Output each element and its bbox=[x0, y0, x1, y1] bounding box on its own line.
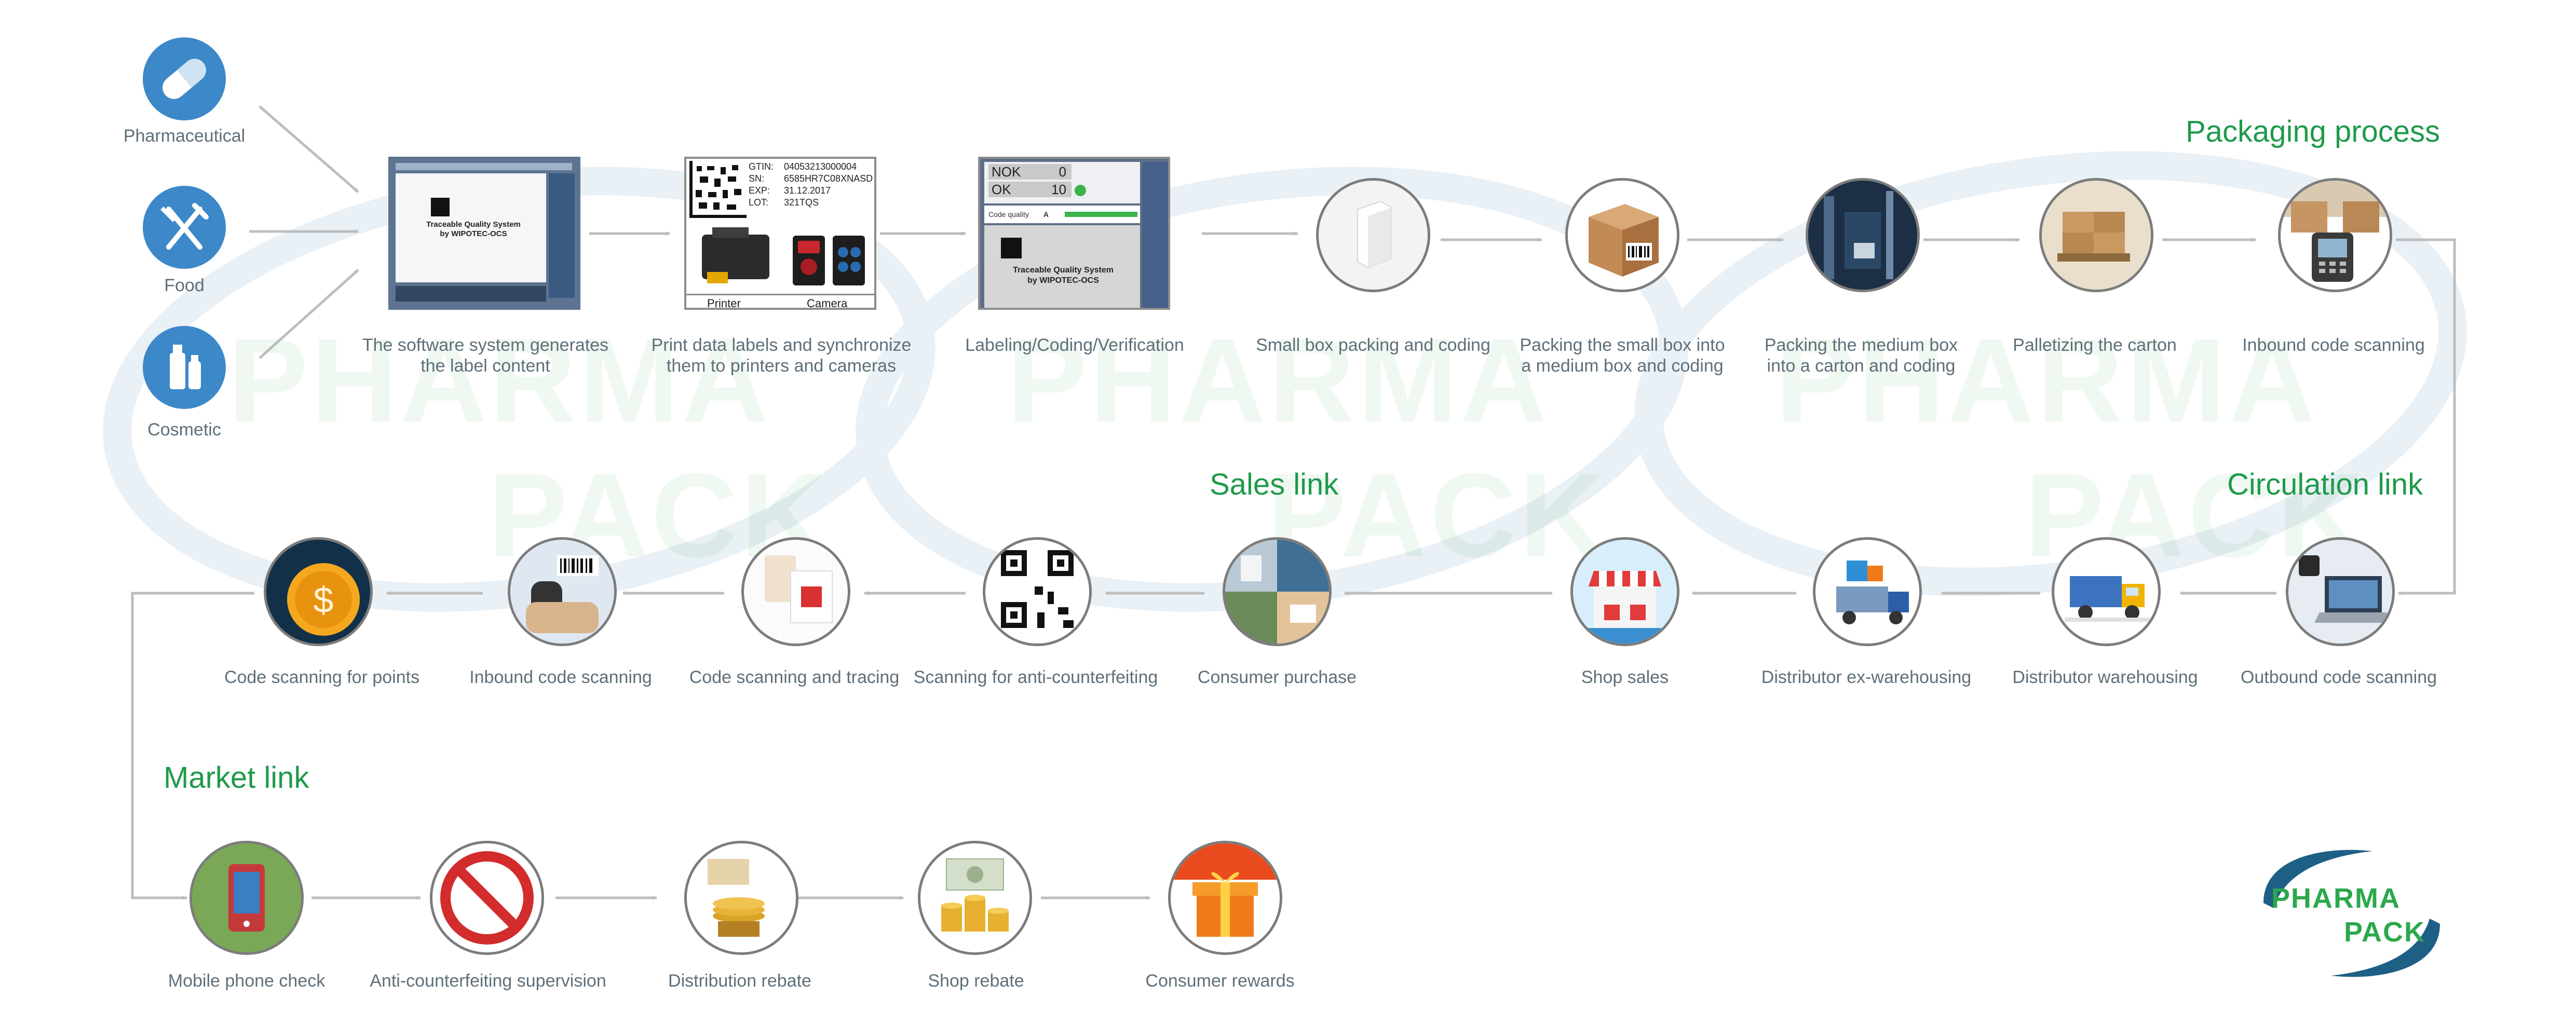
distributor-warehousing-image bbox=[2052, 537, 2161, 646]
small-box-image bbox=[1316, 178, 1430, 292]
step-label: Shop sales bbox=[1581, 667, 1669, 687]
step-label: Small box packing and coding bbox=[1256, 335, 1490, 355]
watermark-pack: PACK bbox=[1267, 448, 1609, 582]
watermark-pharma: PHARMA bbox=[228, 313, 771, 447]
title-circulation-link: Circulation link bbox=[2227, 468, 2423, 501]
supervision-image bbox=[430, 841, 544, 955]
packing-machine-icon bbox=[1808, 181, 1917, 290]
white-box-icon bbox=[1357, 200, 1392, 269]
pharmaceutical-node bbox=[143, 37, 226, 120]
phone-scan-icon bbox=[192, 843, 301, 952]
industry-label: Cosmetic bbox=[147, 420, 221, 440]
logo-swoosh-icon bbox=[2263, 850, 2440, 977]
step-label: Distributor ex-warehousing bbox=[1761, 667, 1972, 687]
storefront-icon bbox=[1573, 540, 1677, 644]
gold-stack-icon bbox=[708, 859, 765, 937]
distributor-ex-warehousing-image bbox=[1813, 537, 1922, 646]
outbound-scan-image bbox=[2286, 537, 2395, 646]
step-label: Labeling/Coding/Verification bbox=[965, 335, 1184, 355]
consumer-purchase-image bbox=[1223, 537, 1332, 646]
step-label: Shop rebate bbox=[928, 971, 1024, 991]
step-label: Consumer purchase bbox=[1197, 667, 1357, 687]
title-sales-link: Sales link bbox=[1210, 468, 1339, 501]
shop-sales-image bbox=[1570, 537, 1679, 646]
inbound-scan-row2-image bbox=[508, 537, 617, 646]
mobile-check-image bbox=[189, 841, 304, 955]
truck-icon bbox=[2065, 576, 2153, 622]
coin-icon: $ bbox=[266, 540, 370, 644]
pallet-image bbox=[2039, 178, 2153, 292]
pill-capsule-icon bbox=[162, 59, 206, 99]
printer-camera-icon bbox=[702, 227, 865, 285]
device-captions: Printer Camera bbox=[686, 294, 874, 308]
title-packaging-process: Packaging process bbox=[2186, 115, 2441, 148]
prohibited-icon bbox=[440, 851, 534, 945]
step-label: Distributor warehousing bbox=[2012, 667, 2198, 687]
watermark-pharma: PHARMA bbox=[1775, 313, 2319, 447]
step-label: Inbound code scanning bbox=[2242, 335, 2425, 355]
step-label: Consumer rewards bbox=[1145, 971, 1295, 991]
code-tracing-image bbox=[741, 537, 850, 646]
handheld-scanner-icon bbox=[2281, 181, 2390, 282]
title-market-link: Market link bbox=[164, 761, 309, 795]
inbound-scan-image bbox=[2278, 178, 2392, 292]
step-label: Scanning for anti-counterfeiting bbox=[913, 667, 1158, 687]
fork-knife-icon bbox=[160, 203, 209, 250]
pharmapack-logo: PHARMA PACK bbox=[2243, 841, 2461, 986]
truck-boxes-icon bbox=[1836, 561, 1909, 624]
step-label: Outbound code scanning bbox=[2240, 667, 2437, 687]
food-node bbox=[143, 186, 226, 269]
ok-status-icon bbox=[1075, 185, 1086, 196]
shop-rebate-image bbox=[918, 841, 1032, 955]
qr-code-icon bbox=[1001, 550, 1074, 628]
consumer-rewards-image bbox=[1168, 841, 1282, 955]
laptop-scanner-icon bbox=[2288, 540, 2392, 644]
svg-text:$: $ bbox=[314, 580, 334, 620]
watermark-pharma: PHARMA bbox=[1007, 313, 1550, 447]
step-label: Distribution rebate bbox=[668, 971, 811, 991]
points-scan-image: $ bbox=[264, 537, 373, 646]
step-label: Code scanning and tracing bbox=[689, 667, 900, 687]
step-label: Palletizing the carton bbox=[2013, 335, 2177, 355]
step-label: Mobile phone check bbox=[168, 971, 326, 991]
anti-counterfeit-scan-image bbox=[983, 537, 1092, 646]
label-printer-camera-image: GTIN:04053213000004 SN:6585HR7C08XNASD E… bbox=[684, 157, 876, 310]
step-label: Inbound code scanning bbox=[469, 667, 652, 687]
gift-box-icon bbox=[1171, 843, 1280, 937]
shopping-collage-icon bbox=[1225, 540, 1329, 644]
label-fields: GTIN:04053213000004 SN:6585HR7C08XNASD E… bbox=[749, 161, 873, 208]
distribution-rebate-image bbox=[684, 841, 798, 955]
cosmetic-bottle-icon bbox=[170, 345, 201, 389]
industry-label: Pharmaceutical bbox=[123, 126, 246, 146]
medium-box-image bbox=[1565, 178, 1679, 292]
logo-text-line1: PHARMA bbox=[2271, 883, 2401, 914]
money-coins-icon bbox=[941, 858, 1009, 932]
step-label: Anti-counterfeiting supervision bbox=[370, 971, 606, 991]
carton-image bbox=[1806, 178, 1920, 292]
data-matrix-icon bbox=[689, 161, 747, 218]
industry-label: Food bbox=[164, 276, 205, 295]
step-label: Code scanning for points bbox=[224, 667, 420, 687]
pallet-boxes-icon bbox=[2042, 181, 2151, 290]
scanning-hand-icon bbox=[765, 555, 833, 623]
cosmetic-node bbox=[143, 326, 226, 409]
cardboard-box-icon bbox=[1589, 204, 1659, 277]
logo-text-line2: PACK bbox=[2344, 917, 2426, 948]
barcode-scanner-icon bbox=[510, 540, 614, 644]
